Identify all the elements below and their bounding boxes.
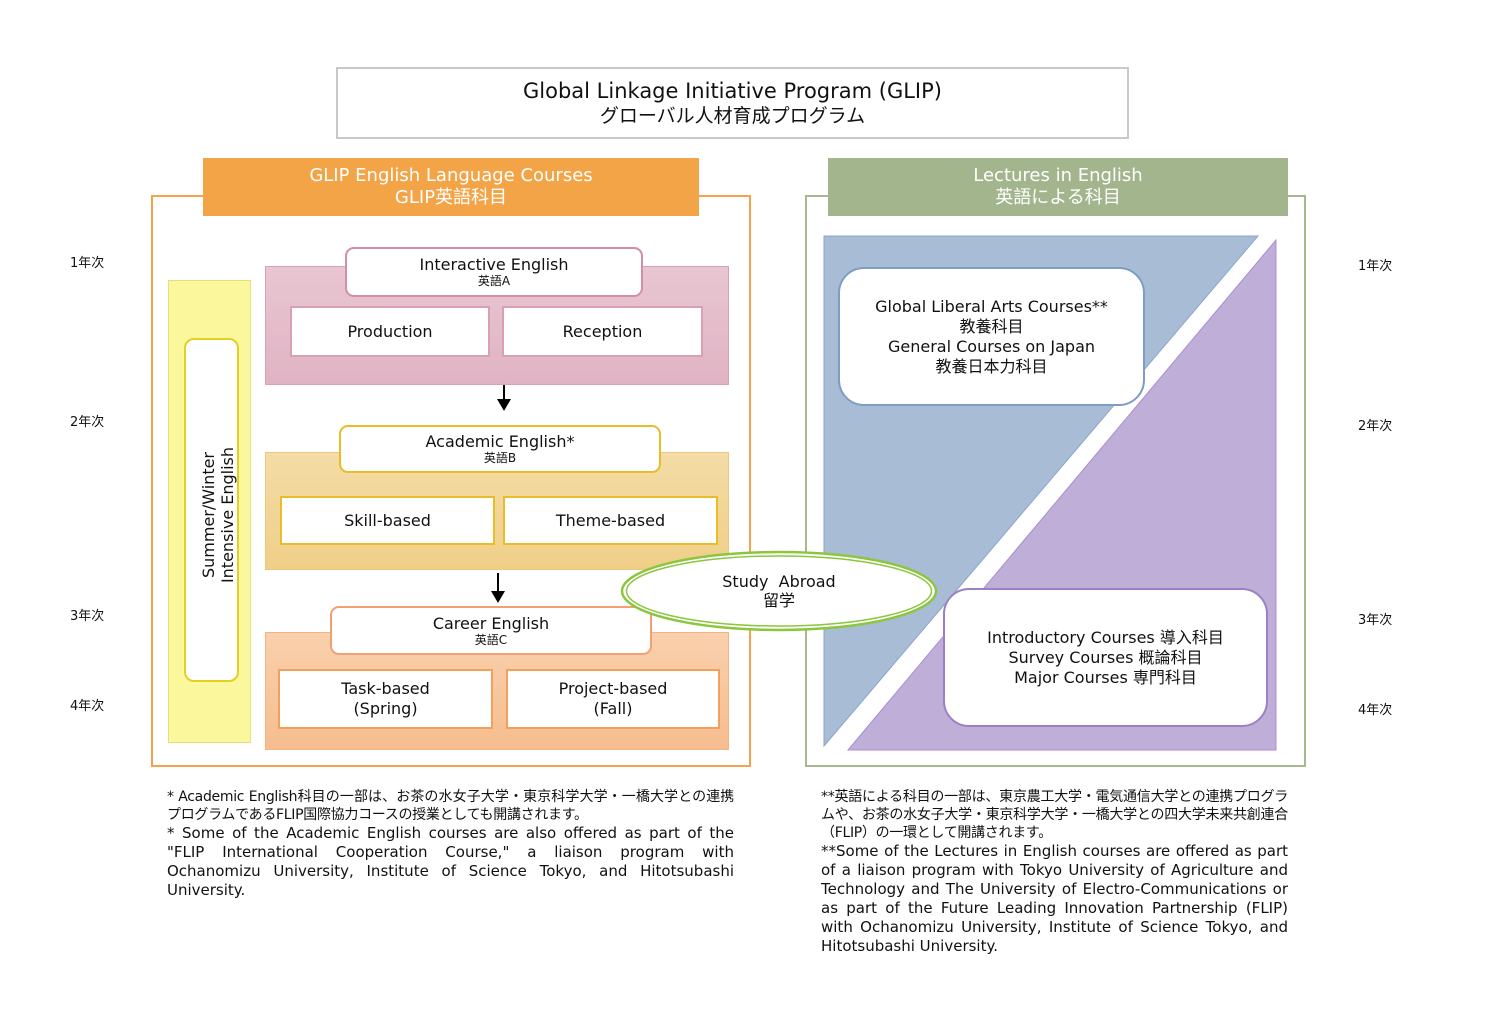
note-en: * Some of the Academic English courses a… (167, 824, 734, 899)
lectures-header: Lectures in English 英語による科目 (828, 158, 1288, 216)
intensive-english-label: Summer/Winter Intensive English (198, 417, 238, 613)
intensive-english-line2: Intensive English (218, 446, 237, 584)
year-label-right-3: 3年次 (1358, 613, 1393, 628)
skill-based-box: Skill-based (280, 496, 495, 545)
intensive-english-box (184, 338, 239, 682)
career-english-title: Career English 英語C (330, 606, 652, 655)
program-title-box: Global Linkage Initiative Program (GLIP)… (336, 67, 1129, 139)
year-label-left-3: 3年次 (70, 609, 105, 624)
project-based-line1: Project-based (558, 679, 668, 698)
study-abroad-en: Study Abroad (722, 572, 836, 591)
english-courses-header: GLIP English Language Courses GLIP英語科目 (203, 158, 699, 216)
english-courses-header-en: GLIP English Language Courses (309, 165, 593, 186)
theme-based-box: Theme-based (503, 496, 718, 545)
year-label-right-1: 1年次 (1358, 259, 1393, 274)
major-courses-box: Introductory Courses 導入科目 Survey Courses… (943, 588, 1268, 727)
lectures-header-en: Lectures in English (973, 165, 1143, 186)
program-title-ja: グローバル人材育成プログラム (599, 105, 866, 127)
year-label-left-4: 4年次 (70, 699, 105, 714)
english-courses-note: * Academic English科目の一部は、お茶の水女子大学・東京科学大学… (167, 788, 734, 900)
course-title-ja: 英語A (477, 274, 511, 288)
year-label-right-4: 4年次 (1358, 703, 1393, 718)
major-courses-line2: Survey Courses 概論科目 (1008, 647, 1203, 667)
liberal-arts-line1: Global Liberal Arts Courses** (875, 296, 1108, 316)
arrow-down-icon (491, 573, 505, 603)
year-label-left-2: 2年次 (70, 415, 105, 430)
project-based-line2: (Fall) (593, 699, 633, 718)
course-title-ja: 英語B (483, 451, 517, 465)
academic-english-title: Academic English* 英語B (339, 425, 661, 473)
major-courses-line3: Major Courses 専門科目 (1014, 667, 1197, 687)
major-courses-line1: Introductory Courses 導入科目 (987, 627, 1224, 647)
note-en: **Some of the Lectures in English course… (821, 842, 1288, 955)
study-abroad-label: Study Abroad 留学 (619, 549, 939, 633)
production-box: Production (290, 306, 490, 357)
project-based-box: Project-based (Fall) (506, 669, 720, 729)
study-abroad-ja: 留学 (762, 591, 795, 610)
liberal-arts-line2: 教養科目 (959, 316, 1024, 336)
task-based-line2: (Spring) (353, 699, 418, 718)
course-title-en: Interactive English (419, 255, 569, 274)
english-courses-header-ja: GLIP英語科目 (394, 187, 508, 208)
arrow-down-icon (497, 385, 511, 411)
liberal-arts-line3: General Courses on Japan (887, 336, 1096, 356)
year-label-left-1: 1年次 (70, 256, 105, 271)
study-abroad-ellipse (620, 550, 938, 632)
program-title-en: Global Linkage Initiative Program (GLIP) (523, 79, 942, 103)
course-title-ja: 英語C (474, 632, 508, 647)
course-title-en: Career English (432, 613, 550, 633)
task-based-box: Task-based (Spring) (278, 669, 493, 729)
reception-box: Reception (502, 306, 703, 357)
lectures-header-ja: 英語による科目 (995, 187, 1121, 208)
task-based-line1: Task-based (341, 679, 430, 698)
lectures-note: **英語による科目の一部は、東京農工大学・電気通信大学との連携プログラムや、お茶… (821, 788, 1288, 956)
intensive-english-line1: Summer/Winter (199, 451, 218, 579)
interactive-english-title: Interactive English 英語A (345, 247, 643, 297)
liberal-arts-line4: 教養日本力科目 (935, 356, 1048, 376)
note-ja: * Academic English科目の一部は、お茶の水女子大学・東京科学大学… (167, 789, 734, 823)
course-title-en: Academic English* (425, 432, 575, 451)
liberal-arts-box: Global Liberal Arts Courses** 教養科目 Gener… (838, 267, 1145, 406)
note-ja: **英語による科目の一部は、東京農工大学・電気通信大学との連携プログラムや、お茶… (821, 789, 1288, 841)
year-label-right-2: 2年次 (1358, 419, 1393, 434)
